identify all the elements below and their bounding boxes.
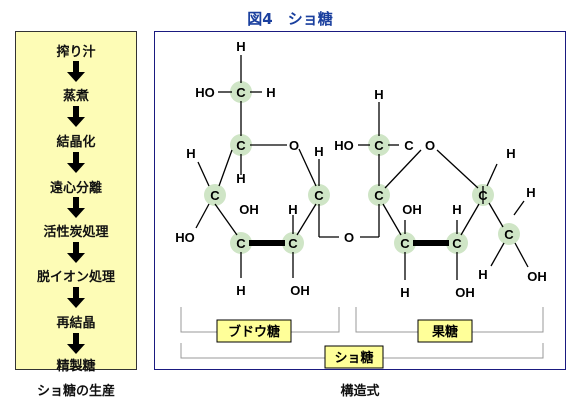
- atom-h: H: [236, 283, 245, 298]
- glucose-label: ブドウ糖: [228, 324, 280, 339]
- down-arrow-icon: [66, 197, 86, 219]
- production-process-panel: 搾り汁 蒸煮 結晶化 遠心分離 活性炭処理 脱イオン処理 再結晶 精製糖: [15, 31, 137, 374]
- fructose-label: 果糖: [431, 324, 458, 339]
- carbon-highlights: [204, 81, 520, 254]
- atom-oh: OH: [290, 283, 310, 298]
- step-1: 搾り汁: [56, 45, 96, 60]
- atom-c: C: [210, 188, 220, 203]
- atom-h: H: [236, 39, 245, 54]
- bonds: [195, 55, 529, 280]
- atom-c: C: [400, 236, 410, 251]
- step-2: 蒸煮: [62, 89, 89, 104]
- atom-h: H: [314, 144, 323, 159]
- atom-h: H: [266, 85, 275, 100]
- atom-ho: HO: [334, 138, 354, 153]
- down-arrow-icon: [66, 152, 86, 174]
- atom-c: C: [374, 138, 384, 153]
- glycosidic-oxygen: O: [344, 230, 354, 245]
- atom-c: C: [452, 236, 462, 251]
- atom-c: C: [236, 85, 246, 100]
- ring-oxygen: O: [289, 138, 299, 153]
- down-arrow-icon: [66, 333, 86, 355]
- atom-h: H: [186, 146, 195, 161]
- atom-h: H: [478, 267, 487, 282]
- ring-oxygen: O: [425, 138, 435, 153]
- atom-c: C: [374, 188, 384, 203]
- step-7: 再結晶: [56, 316, 96, 331]
- atom-c: C: [288, 236, 298, 251]
- step-3: 結晶化: [56, 135, 96, 150]
- step-8: 精製糖: [56, 359, 96, 374]
- atom-c: C: [314, 188, 324, 203]
- atom-ho: HO: [195, 85, 215, 100]
- atom-h: H: [236, 171, 245, 186]
- down-arrow-icon: [66, 61, 86, 83]
- step-4: 遠心分離: [49, 181, 102, 196]
- atom-c: C: [478, 188, 488, 203]
- atom-oh: OH: [402, 202, 422, 217]
- atom-ho: HO: [175, 230, 195, 245]
- atom-c: C: [236, 236, 246, 251]
- atom-h: H: [288, 202, 297, 217]
- atom-labels: H HO C H C O H H H C C HO OH H C C H OH …: [175, 39, 547, 300]
- atom-h: H: [526, 185, 535, 200]
- down-arrow-icon: [66, 242, 86, 264]
- structure-caption: 構造式: [340, 384, 380, 399]
- atom-c: C: [236, 138, 246, 153]
- step-5: 活性炭処理: [43, 225, 109, 240]
- sucrose-label: ショ糖: [334, 350, 373, 365]
- component-labels: ブドウ糖 果糖 ショ糖: [216, 319, 473, 369]
- atom-c: C: [404, 138, 414, 153]
- down-arrow-icon: [66, 287, 86, 309]
- atom-h: H: [506, 146, 515, 161]
- atom-oh: OH: [239, 202, 259, 217]
- down-arrow-icon: [66, 106, 86, 128]
- sucrose-structure-diagram: H HO C H C O H H H C C HO OH H C C H OH …: [154, 31, 566, 370]
- atom-c: C: [504, 227, 514, 242]
- step-6: 脱イオン処理: [36, 270, 115, 285]
- process-caption: ショ糖の生産: [36, 384, 115, 399]
- atom-oh: OH: [455, 285, 475, 300]
- atom-h: H: [374, 87, 383, 102]
- atom-oh: OH: [527, 269, 547, 284]
- figure-title: 図4 ショ糖: [247, 10, 333, 28]
- atom-h: H: [452, 202, 461, 217]
- atom-h: H: [400, 285, 409, 300]
